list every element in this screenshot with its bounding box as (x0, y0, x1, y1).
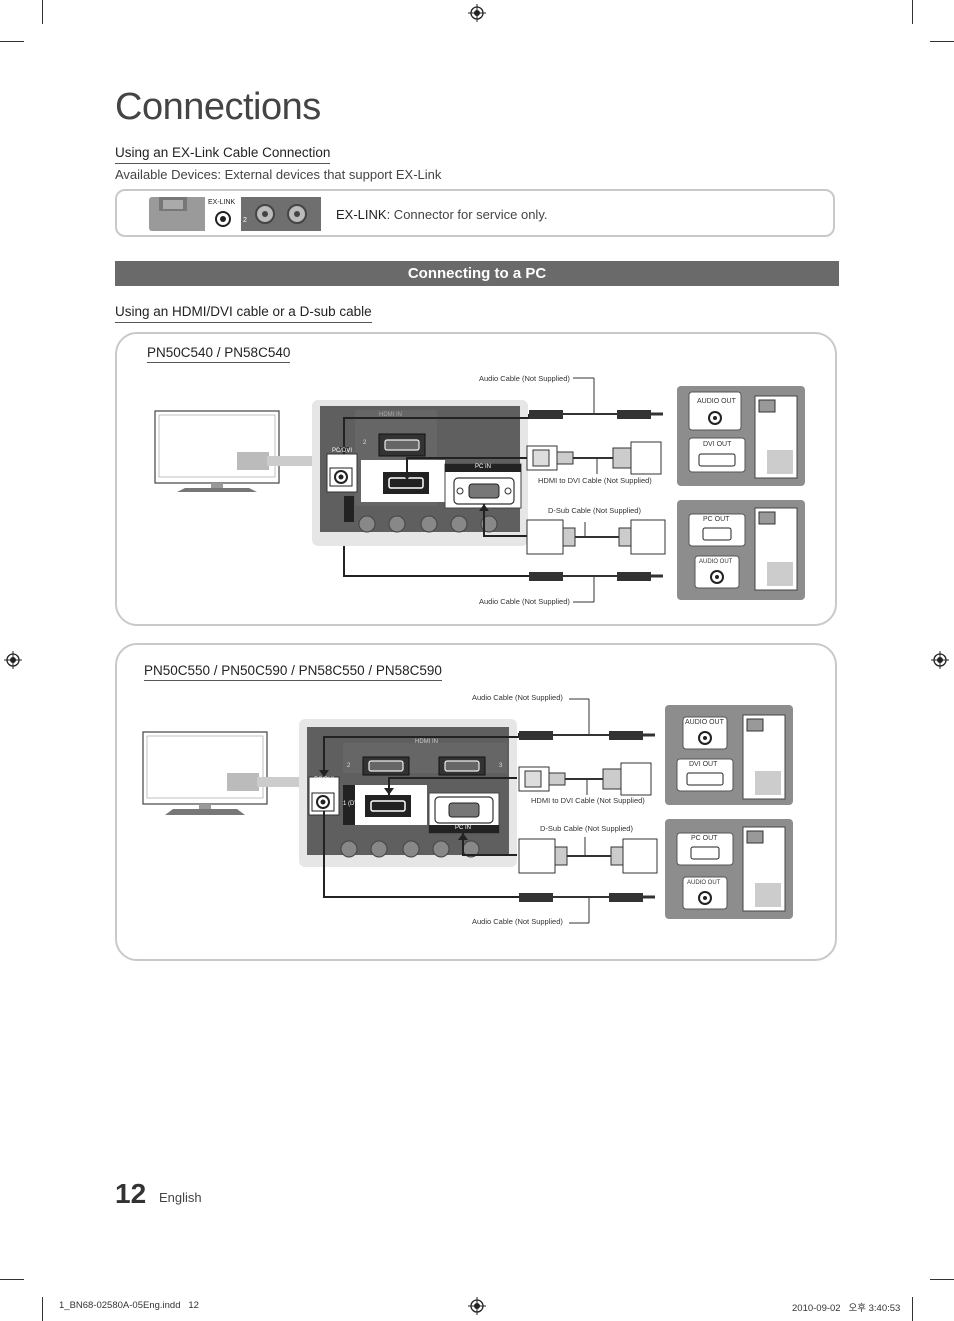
panel-1-audio-cable-bottom: Audio Cable (Not Supplied) (479, 597, 570, 606)
panel-1-pc2-pc-out: PC OUT (703, 516, 730, 523)
panel-2-audio-cable-bottom: Audio Cable (Not Supplied) (472, 917, 563, 926)
panel-1-model: PN50C540 / PN58C540 (147, 345, 291, 363)
panel-2-pc1-dvi-out: DVI OUT (689, 761, 718, 768)
crop-mark (0, 1279, 24, 1280)
panel-2-pc-in-label: PC IN (455, 825, 472, 831)
crop-mark (42, 1297, 43, 1321)
panel-2-model: PN50C550 / PN50C590 / PN58C550 / PN58C59… (144, 663, 442, 681)
panel-1-audio-cable-top: Audio Cable (Not Supplied) (479, 374, 570, 383)
page-title: Connections (115, 86, 321, 128)
panel-1-pc1-audio-out: AUDIO OUT (697, 398, 736, 405)
panel-2-hdmi-label: HDMI IN (415, 739, 438, 745)
exlink-port-panel: EX-LINK 2 (149, 197, 321, 231)
exlink-heading: Using an EX-Link Cable Connection (115, 145, 331, 164)
panel-2-audio-cable-top: Audio Cable (Not Supplied) (472, 693, 563, 702)
panel-2-hdmi2-label: 2 (347, 763, 351, 769)
panel-2-pc1-audio-out: AUDIO OUT (685, 719, 724, 726)
crop-mark (930, 41, 954, 42)
panel-2-pc2-audio-out: AUDIO OUT (687, 880, 721, 886)
pc-subheading: Using an HDMI/DVI cable or a D-sub cable (115, 304, 372, 323)
section-banner: Connecting to a PC (115, 261, 839, 286)
connection-diagram-2 (142, 698, 793, 924)
exlink-port-label: EX-LINK (208, 199, 236, 206)
panel-1-tv-jack-label: PC/DVI AUDIO IN (328, 448, 356, 461)
connection-diagram-1 (154, 377, 805, 603)
connection-panel-2: PN50C550 / PN50C590 / PN58C550 / PN58C59… (115, 643, 837, 961)
connection-panel-1: PN50C540 / PN58C540 (115, 332, 837, 626)
registration-mark-icon (931, 651, 949, 669)
panel-1-hdmi-dvi-cable: HDMI to DVI Cable (Not Supplied) (538, 476, 652, 485)
footer-date: 2010-09-02 오후 3:40:53 (792, 1303, 901, 1314)
panel-1-pc2-audio-out: AUDIO OUT (699, 559, 733, 565)
panel-2-hdmi3-label: 3 (499, 763, 503, 769)
page-language: English (159, 1190, 202, 1205)
connector-strip-icon (159, 197, 321, 231)
tv-icon (154, 410, 280, 492)
panel-1-hdmi-label: HDMI IN (379, 412, 402, 418)
crop-mark (42, 0, 43, 24)
tv-icon (142, 731, 268, 815)
registration-mark-icon (468, 1297, 486, 1315)
panel-2-tv-jack-label: PC/DVI AUDIO IN (310, 777, 338, 790)
panel-2-pc2-pc-out: PC OUT (691, 835, 718, 842)
crop-mark (930, 1279, 954, 1280)
crop-mark (0, 41, 24, 42)
panel-1-hdmi1-label: 1 (DVI) (361, 480, 381, 486)
panel-1-hdmi2-label: 2 (363, 440, 367, 446)
panel-1-dsub-cable: D-Sub Cable (Not Supplied) (548, 506, 641, 515)
panel-1-pc-in-label: PC IN (475, 464, 492, 470)
crop-mark (912, 0, 913, 24)
registration-mark-icon (4, 651, 22, 669)
page-number: 12 (115, 1178, 147, 1209)
panel-2-hdmi-dvi-cable: HDMI to DVI Cable (Not Supplied) (531, 796, 645, 805)
exlink-box: EX-LINK 2 EX-LINK: Connector for service… (115, 189, 835, 237)
exlink-available-devices: Available Devices: External devices that… (115, 167, 442, 182)
exlink-desc-text: : Connector for service only. (386, 207, 548, 222)
panel-1-pc1-dvi-out: DVI OUT (703, 441, 732, 448)
panel-2-hdmi1-label: 1 (DVI) (343, 801, 363, 807)
exlink-port-number: 2 (243, 217, 247, 224)
exlink-description: EX-LINK: Connector for service only. (336, 207, 547, 222)
registration-mark-icon (468, 4, 486, 22)
exlink-term: EX-LINK (336, 207, 387, 222)
panel-2-dsub-cable: D-Sub Cable (Not Supplied) (540, 824, 633, 833)
crop-mark (912, 1297, 913, 1321)
footer-file: 1_BN68-02580A-05Eng.indd 12 (59, 1300, 199, 1311)
